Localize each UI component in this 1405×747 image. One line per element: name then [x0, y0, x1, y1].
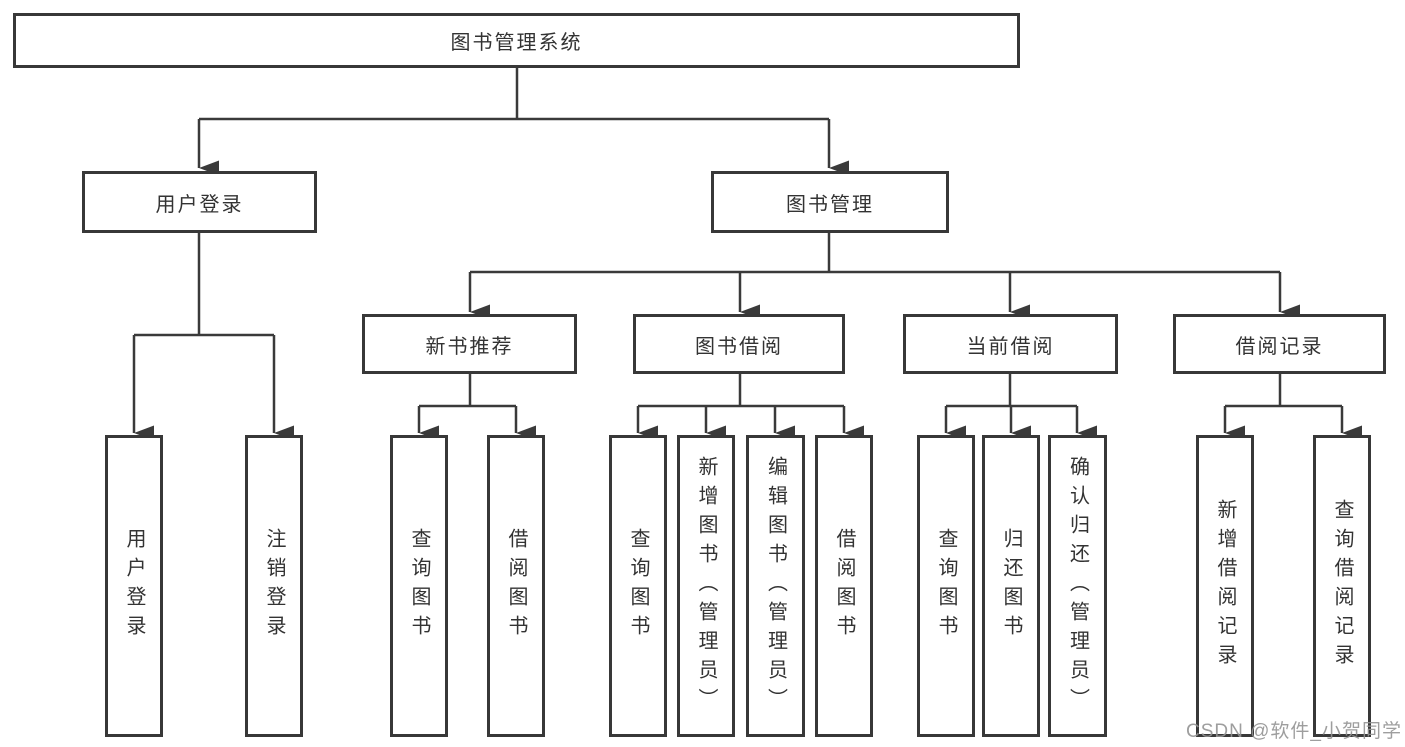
leaf-add-books-admin: 新增图书（管理员） — [677, 435, 735, 737]
leaf-borrow-books: 借阅图书 — [815, 435, 873, 737]
leaf-edit-books-admin: 编辑图书（管理员） — [746, 435, 805, 737]
node-borrowing-records-label: 借阅记录 — [1235, 335, 1324, 358]
leaf-query-borrow-record-label: 查询借阅记录 — [1331, 499, 1353, 673]
node-borrowing-records: 借阅记录 — [1173, 314, 1386, 374]
node-root-label: 图书管理系统 — [450, 32, 583, 54]
leaf-logout: 注销登录 — [245, 435, 303, 737]
node-book-borrowing: 图书借阅 — [633, 314, 845, 374]
leaf-query-books-borrowing-label: 查询图书 — [627, 528, 649, 644]
csdn-watermark: CSDN @软件_小贺同学 — [1186, 721, 1402, 742]
leaf-add-books-admin-label: 新增图书（管理员） — [695, 455, 717, 717]
leaf-query-books-recommend: 查询图书 — [390, 435, 448, 737]
leaf-user-login: 用户登录 — [105, 435, 163, 737]
leaf-user-login-label: 用户登录 — [123, 528, 145, 644]
leaf-query-books-borrowing: 查询图书 — [609, 435, 667, 737]
leaf-confirm-return-admin-label: 确认归还（管理员） — [1066, 455, 1089, 717]
node-root-system: 图书管理系统 — [13, 13, 1020, 68]
leaf-query-books-current: 查询图书 — [917, 435, 975, 737]
connector-lines — [134, 68, 1342, 408]
leaf-query-books-recommend-label: 查询图书 — [408, 528, 430, 644]
leaf-add-borrow-record-label: 新增借阅记录 — [1214, 499, 1236, 673]
connector-arrows — [132, 119, 1362, 441]
leaf-borrow-books-label: 借阅图书 — [833, 528, 855, 644]
node-new-book-recommend: 新书推荐 — [362, 314, 577, 374]
node-book-borrowing-label: 图书借阅 — [695, 335, 783, 358]
leaf-borrow-books-recommend: 借阅图书 — [487, 435, 545, 737]
node-book-management-label: 图书管理 — [786, 193, 874, 216]
leaf-query-borrow-record: 查询借阅记录 — [1313, 435, 1371, 737]
leaf-edit-books-admin-label: 编辑图书（管理员） — [764, 455, 787, 717]
leaf-logout-label: 注销登录 — [263, 528, 285, 644]
node-user-login: 用户登录 — [82, 171, 317, 233]
leaf-return-books-label: 归还图书 — [1000, 528, 1022, 644]
leaf-add-borrow-record: 新增借阅记录 — [1196, 435, 1254, 737]
node-current-borrowing: 当前借阅 — [903, 314, 1118, 374]
leaf-confirm-return-admin: 确认归还（管理员） — [1048, 435, 1107, 737]
leaf-borrow-books-recommend-label: 借阅图书 — [505, 528, 527, 644]
leaf-return-books: 归还图书 — [982, 435, 1040, 737]
node-user-login-label: 用户登录 — [155, 193, 244, 216]
node-current-borrowing-label: 当前借阅 — [966, 335, 1055, 358]
node-book-management: 图书管理 — [711, 171, 949, 233]
leaf-query-books-current-label: 查询图书 — [935, 528, 957, 644]
node-new-book-recommend-label: 新书推荐 — [425, 335, 514, 358]
